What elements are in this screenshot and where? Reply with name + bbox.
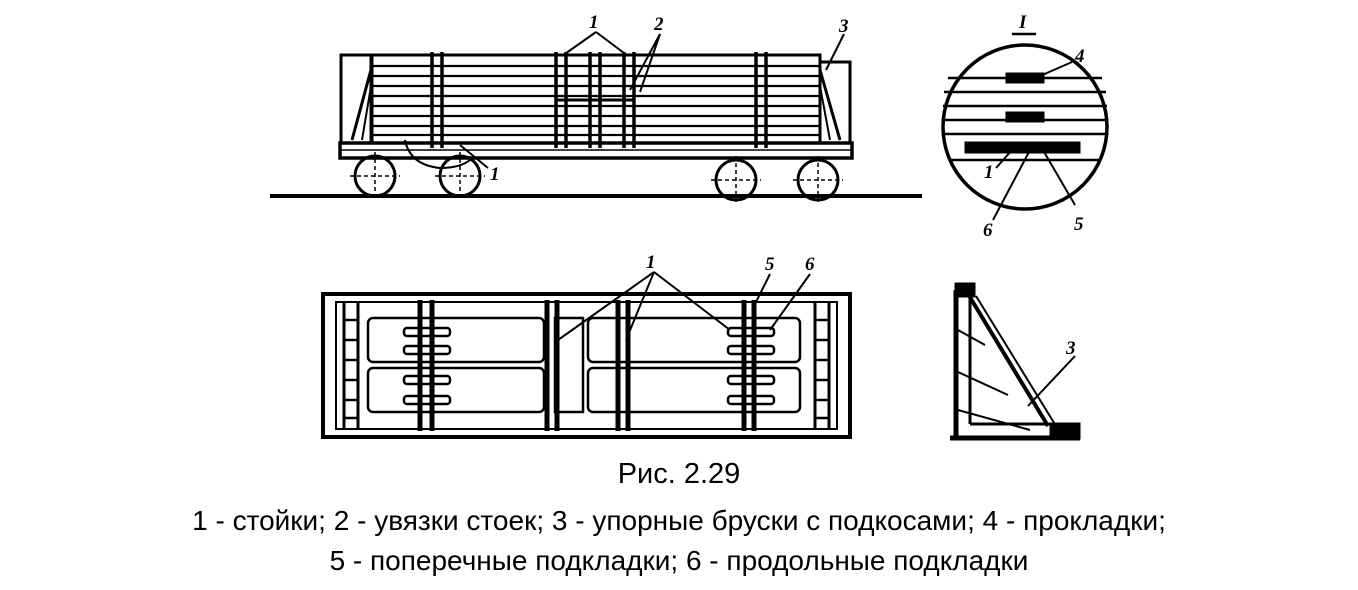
stop-block-view	[950, 282, 1081, 441]
stop-block-callout: 3	[1065, 338, 1076, 359]
wagon-end-wall-right	[818, 60, 852, 145]
detail-view-i	[941, 32, 1109, 221]
wheels	[353, 154, 840, 202]
side-leader-lines	[459, 31, 845, 169]
detail-callout-stakes: 1	[984, 162, 994, 183]
detail-callout-transverse: 5	[1074, 214, 1084, 235]
figure-legend-line-2: 5 - поперечные подкладки; 6 - продольные…	[329, 545, 1029, 576]
wagon-side-view	[270, 31, 922, 204]
side-callout-stakes: 1	[589, 12, 599, 33]
side-callout-stakes-lower: 1	[490, 164, 500, 185]
figure-number: Рис. 2.29	[617, 458, 741, 490]
plan-callout-longitudinal: 6	[805, 254, 815, 275]
detail-callout-spacers: 4	[1074, 46, 1085, 67]
plan-callout-transverse: 5	[765, 254, 775, 275]
cargo-stack	[370, 53, 822, 145]
detail-callout-longitudinal: 6	[983, 220, 993, 241]
figure-legend-line-1: 1 - стойки; 2 - увязки стоек; 3 - упорны…	[192, 505, 1166, 536]
side-callout-stop-blocks: 3	[838, 16, 849, 37]
wagon-plan-view	[321, 271, 852, 439]
side-callout-stake-ties: 2	[653, 14, 664, 35]
detail-title: I	[1018, 12, 1027, 33]
plan-callout-stakes: 1	[646, 252, 656, 273]
cargo-layers	[372, 64, 820, 137]
